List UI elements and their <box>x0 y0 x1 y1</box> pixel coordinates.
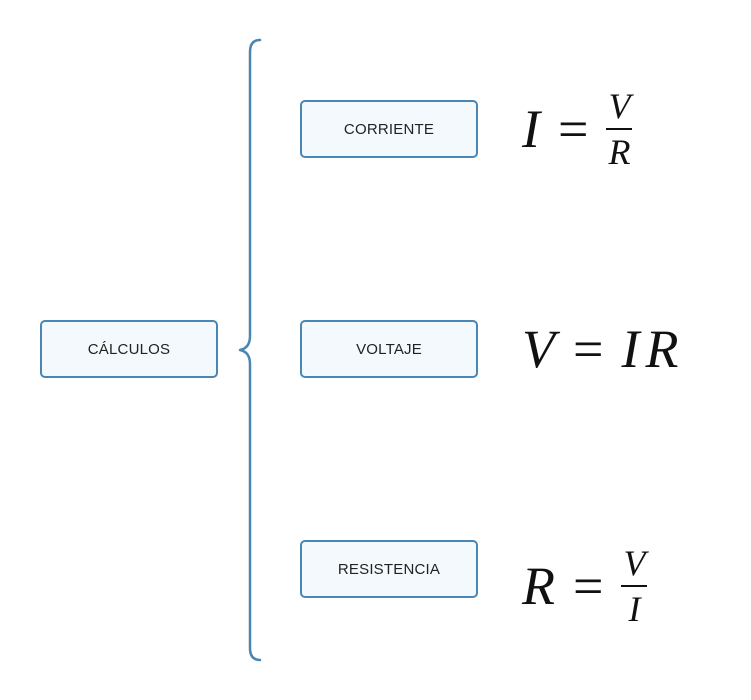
node-voltaje-label: VOLTAJE <box>356 340 422 358</box>
formula-corriente-numerator: V <box>608 86 631 126</box>
formula-voltaje-rhs-r: R <box>645 319 679 379</box>
formula-corriente-denominator: R <box>608 132 631 172</box>
node-calculos-label: CÁLCULOS <box>87 340 171 358</box>
node-resistencia: RESISTENCIA <box>300 540 478 598</box>
node-resistencia-label: RESISTENCIA <box>337 560 441 578</box>
formula-resistencia-fraction: V I <box>621 543 648 629</box>
formula-resistencia: R = V I <box>522 543 648 629</box>
formula-corriente-equals: = <box>557 99 589 159</box>
formula-corriente: I = V R <box>522 86 633 172</box>
fraction-bar <box>621 585 648 587</box>
formula-corriente-fraction: V R <box>606 86 633 172</box>
formula-resistencia-numerator: V <box>623 543 646 583</box>
fraction-bar <box>606 128 633 130</box>
formula-voltaje: V = I R <box>522 318 678 380</box>
formula-resistencia-denominator: I <box>628 589 641 629</box>
node-voltaje: VOLTAJE <box>300 320 478 378</box>
formula-voltaje-equals: = <box>573 319 604 379</box>
node-calculos: CÁLCULOS <box>40 320 218 378</box>
formula-resistencia-lhs: R <box>522 556 555 616</box>
formula-corriente-lhs: I <box>522 99 540 159</box>
node-corriente: CORRIENTE <box>300 100 478 158</box>
node-corriente-label: CORRIENTE <box>343 120 435 138</box>
formula-voltaje-rhs-i: I <box>621 319 640 379</box>
formula-voltaje-lhs: V <box>522 319 555 379</box>
formula-resistencia-equals: = <box>573 556 604 616</box>
